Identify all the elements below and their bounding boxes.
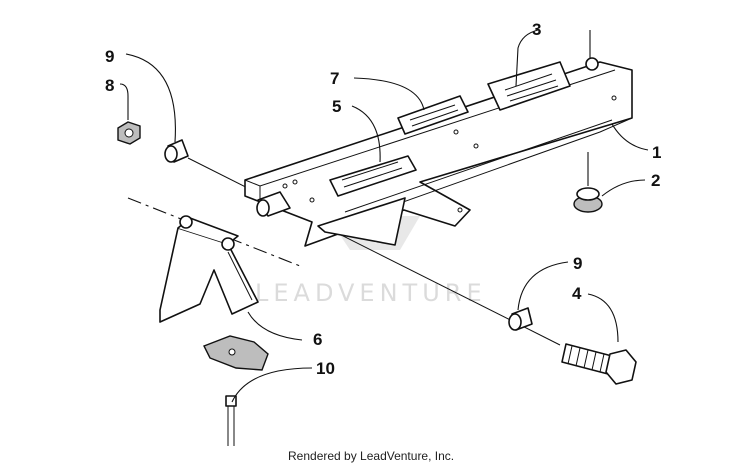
bushing-left: [164, 139, 189, 163]
lock-nut: [117, 121, 141, 145]
leader-3: [515, 29, 539, 87]
leader-2: [601, 179, 646, 197]
watermark-text: LEADVENTURE: [255, 279, 487, 307]
callout-9-right: 9: [573, 254, 582, 273]
hex-bolt: [561, 343, 637, 385]
main-bracket: [244, 57, 633, 247]
hanger-bracket: [159, 215, 259, 323]
callout-8: 8: [105, 76, 114, 95]
leader-1: [611, 123, 649, 151]
spacer-tube: [256, 191, 291, 217]
leader-9a: [125, 53, 176, 143]
leader-8: [119, 83, 129, 120]
callout-5: 5: [332, 97, 341, 116]
leader-5: [351, 105, 381, 163]
callout-7: 7: [330, 69, 339, 88]
rubber-pad: [203, 335, 269, 371]
callout-6: 6: [313, 330, 322, 349]
grommet: [573, 187, 603, 213]
decal-3: [487, 61, 571, 111]
bushing-right: [508, 307, 533, 331]
leader-7: [353, 77, 425, 111]
leader-4: [587, 293, 619, 343]
leader-10: [231, 367, 313, 403]
callout-9-left: 9: [105, 47, 114, 66]
rivet: [225, 395, 237, 446]
leader-6: [247, 311, 303, 341]
footer-credit: Rendered by LeadVenture, Inc.: [288, 449, 454, 463]
callout-3: 3: [532, 20, 541, 39]
callout-2: 2: [651, 171, 660, 190]
leader-9b: [517, 261, 569, 311]
callout-4: 4: [572, 284, 582, 303]
callout-10: 10: [316, 359, 335, 378]
callout-1: 1: [652, 143, 661, 162]
decal-5: [329, 155, 417, 197]
